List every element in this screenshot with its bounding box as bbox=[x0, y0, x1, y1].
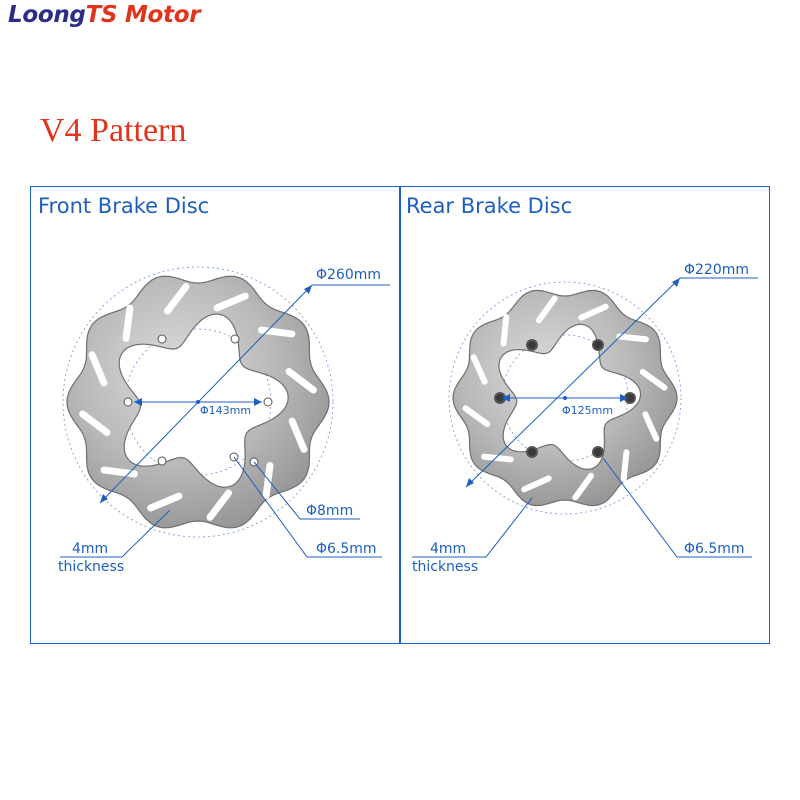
rotor-slot bbox=[616, 333, 649, 343]
front-slots bbox=[79, 283, 317, 521]
front-thickness-value: 4mm bbox=[72, 541, 108, 557]
rear-mount-diameter-label: Φ125mm bbox=[562, 404, 613, 417]
rotor-slot bbox=[147, 492, 183, 512]
rotor-slot bbox=[285, 367, 317, 394]
front-outer-guide-circle bbox=[62, 266, 334, 538]
rear-outer-guide-circle bbox=[448, 281, 682, 515]
rotor-slot bbox=[462, 405, 491, 428]
bolt-hole bbox=[592, 339, 604, 351]
front-outer-diameter-line bbox=[99, 284, 313, 504]
rotor-slot bbox=[481, 453, 514, 463]
rear-panel-title: Rear Brake Disc bbox=[406, 194, 573, 218]
front-hole-large-label: Φ8mm bbox=[306, 503, 353, 519]
rotor-slot bbox=[262, 462, 274, 500]
bolt-hole bbox=[263, 397, 273, 407]
rear-hole-small-label: Φ6.5mm bbox=[684, 541, 745, 557]
rotor-slot bbox=[620, 449, 630, 482]
front-mount-diameter-label: Φ143mm bbox=[200, 404, 251, 417]
rotor-slot bbox=[521, 475, 552, 493]
front-arrowheads bbox=[100, 285, 312, 503]
rotor-slot bbox=[535, 295, 558, 324]
rear-thickness-leader bbox=[412, 497, 533, 558]
rear-thickness-value: 4mm bbox=[430, 541, 466, 557]
front-disc bbox=[62, 266, 334, 538]
rear-thickness-word: thickness bbox=[412, 559, 478, 575]
front-thickness-word: thickness bbox=[58, 559, 124, 575]
front-bolt-holes bbox=[123, 334, 273, 467]
panel-divider bbox=[399, 186, 401, 644]
front-hole-small-leader bbox=[233, 456, 382, 558]
rotor-slot bbox=[639, 368, 668, 391]
rotor-slot bbox=[578, 303, 609, 321]
rear-disc bbox=[448, 281, 682, 515]
rotor-slot bbox=[79, 410, 111, 437]
front-panel-title: Front Brake Disc bbox=[38, 194, 210, 218]
bolt-hole bbox=[157, 456, 167, 466]
bolt-hole bbox=[230, 334, 240, 344]
bolt-hole bbox=[526, 339, 538, 351]
rear-outer-diameter-line bbox=[465, 277, 681, 488]
brand-logo-part1: Loong bbox=[8, 2, 86, 28]
bolt-hole bbox=[157, 334, 167, 344]
bolt-hole bbox=[123, 397, 133, 407]
pattern-title: V4 Pattern bbox=[40, 112, 187, 149]
rotor-slot bbox=[642, 411, 660, 442]
rotor-slot bbox=[288, 417, 308, 453]
brand-logo: LoongTS Motor bbox=[8, 2, 201, 28]
bolt-hole bbox=[592, 446, 604, 458]
rotor-slot bbox=[258, 326, 296, 338]
rotor-slot bbox=[163, 283, 190, 315]
rotor-slot bbox=[500, 314, 510, 347]
front-hole-large-leader bbox=[253, 461, 360, 520]
rotor-slot bbox=[206, 489, 233, 521]
front-annotations bbox=[60, 284, 390, 558]
rear-slots bbox=[462, 295, 668, 501]
front-hole-small-label: Φ6.5mm bbox=[316, 541, 377, 557]
rotor-slot bbox=[213, 292, 249, 312]
bolt-hole bbox=[526, 446, 538, 458]
brand-logo-part2: TS Motor bbox=[85, 2, 201, 28]
rotor-slot bbox=[470, 354, 488, 385]
rotor-slot bbox=[88, 351, 108, 387]
front-thickness-leader bbox=[60, 509, 171, 558]
rear-bolt-holes bbox=[494, 339, 636, 458]
rear-hole-small-leader bbox=[602, 457, 752, 558]
front-outer-diameter-label: Φ260mm bbox=[316, 267, 381, 283]
rear-outer-diameter-label: Φ220mm bbox=[684, 262, 749, 278]
rotor-slot bbox=[122, 304, 134, 342]
rear-arrowheads bbox=[466, 278, 680, 487]
rear-annotations bbox=[412, 277, 758, 558]
rotor-slot bbox=[572, 472, 595, 501]
